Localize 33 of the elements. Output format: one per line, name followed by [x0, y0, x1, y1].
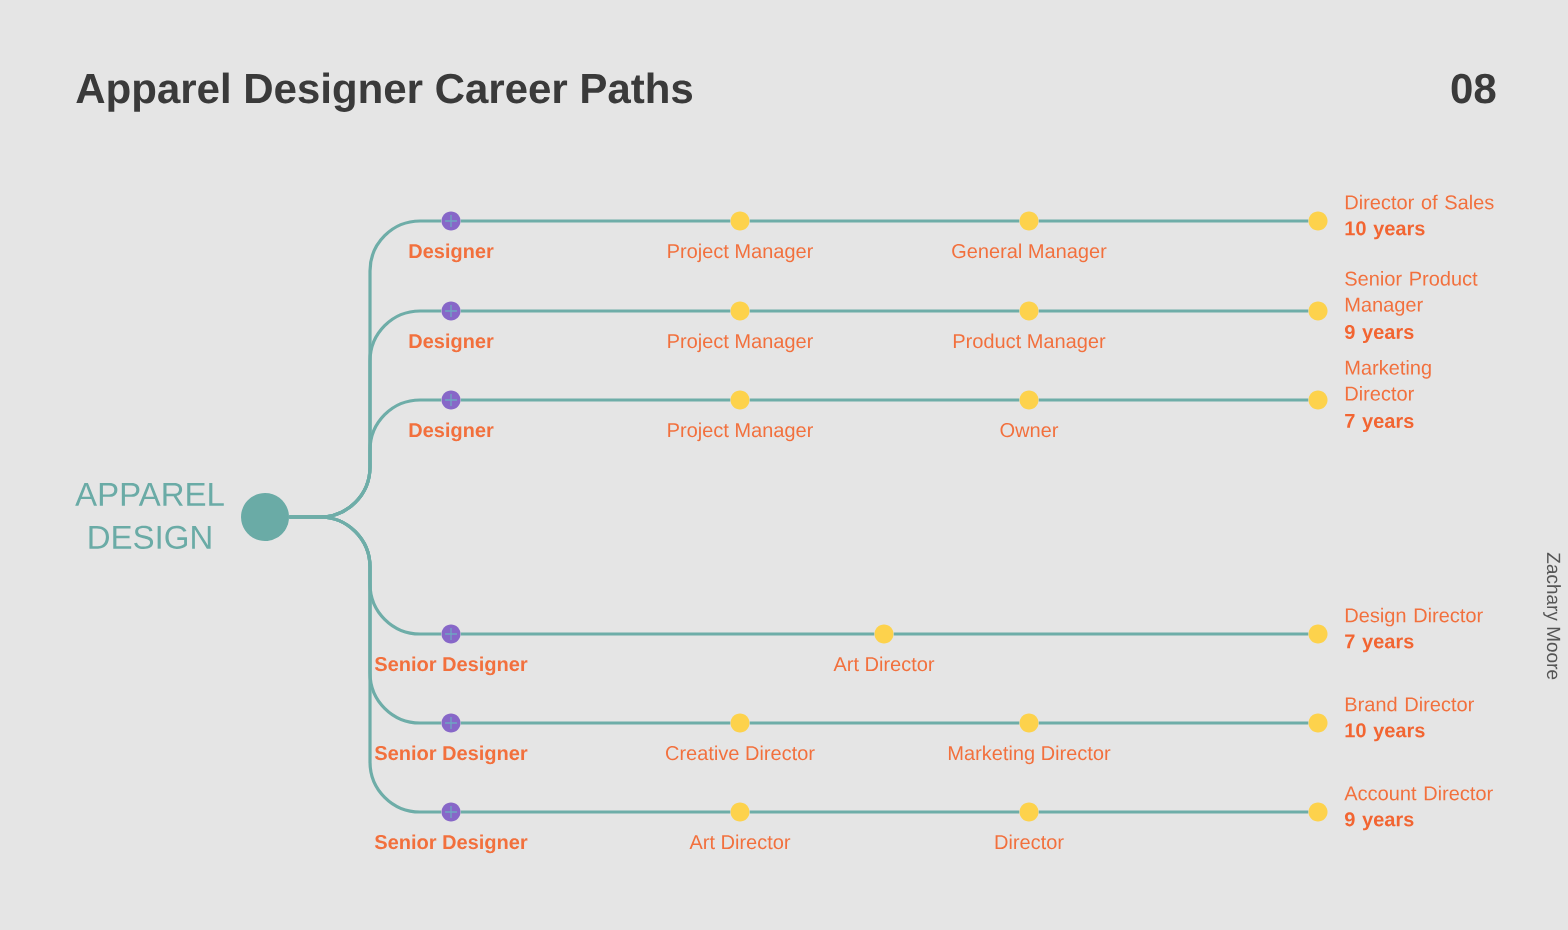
job-title: Marketing Director [1345, 360, 1431, 401]
duration: 10 years [1345, 723, 1425, 742]
job-title: Creative Director [666, 745, 815, 761]
duration: 10 years [1345, 221, 1425, 240]
credit-text: Zachary Moore [1543, 552, 1561, 680]
job-title: Design Director [1345, 607, 1483, 627]
duration: 9 years [1344, 324, 1414, 343]
duration: 7 years [1345, 414, 1414, 432]
job-title: Senior Designer [374, 745, 528, 765]
job-title: Senior Product Manager [1345, 271, 1478, 316]
job-title: Product Manager [953, 333, 1106, 353]
job-title: Director of Sales [1345, 194, 1494, 210]
job-title: Owner [1000, 423, 1059, 438]
job-title: Project Manager [668, 333, 813, 353]
job-title: Project Manager [668, 422, 813, 442]
job-title: Senior Designer [374, 834, 528, 854]
job-title: Art Director [833, 656, 935, 672]
title: Apparel Designer Career Paths [76, 72, 693, 112]
job-title: Account Director [1344, 785, 1493, 801]
job-title: Brand Director [1345, 696, 1474, 712]
job-title: Director [995, 834, 1064, 850]
job-title: Designer [409, 422, 494, 442]
page-number: 08 [1451, 73, 1496, 104]
duration: 9 years [1344, 812, 1414, 831]
job-title: Senior Designer [374, 656, 528, 676]
job-title: Project Manager [668, 243, 813, 263]
job-title: Marketing Director [948, 745, 1111, 765]
root-label: APPAREL DESIGN [75, 483, 224, 549]
job-title: Designer [409, 333, 494, 353]
job-title: General Manager [952, 243, 1107, 263]
duration: 7 years [1345, 634, 1414, 653]
job-title: Designer [409, 243, 494, 263]
job-title: Art Director [689, 834, 791, 850]
